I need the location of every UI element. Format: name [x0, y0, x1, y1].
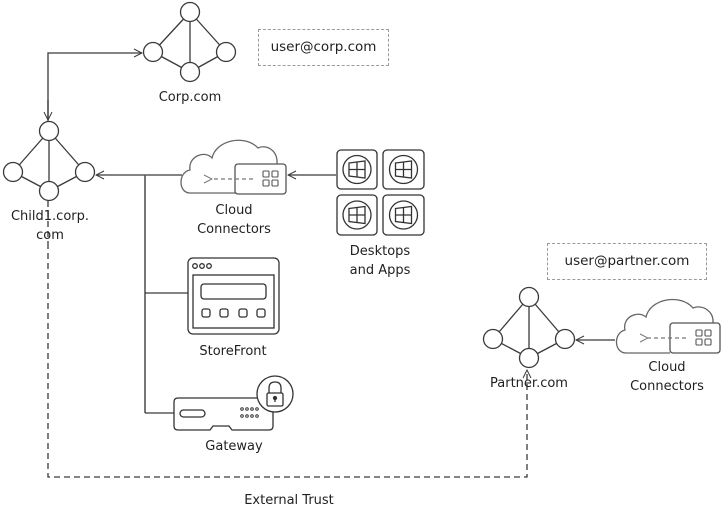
corp-domain-label: Corp.com — [158, 90, 222, 105]
desktops-label-line1: Desktops — [349, 244, 411, 259]
child-domain-label-line1: Child1.corp. — [10, 209, 90, 224]
partner-domain-icon — [482, 286, 576, 369]
storefront-label: StoreFront — [199, 344, 267, 359]
cloud-connectors-label-line2: Connectors — [197, 222, 271, 237]
corp-domain-icon — [142, 1, 237, 83]
partner-cloud-connectors-label-line2: Connectors — [630, 379, 704, 394]
child-domain-icon — [2, 120, 96, 202]
cloud-connectors-label-line1: Cloud — [215, 203, 253, 218]
child-to-corp-link — [47, 53, 142, 121]
partner-cloud-connectors-label-line1: Cloud — [648, 360, 686, 375]
gateway-lock-icon — [173, 375, 294, 431]
windows-desktop-icon — [336, 149, 378, 190]
desktops-apps-icon — [336, 149, 425, 236]
windows-desktop-icon — [382, 194, 425, 236]
windows-desktop-icon — [382, 149, 425, 190]
cloud-connector-icon — [180, 139, 287, 195]
windows-desktop-icon — [336, 194, 378, 236]
partner-domain-label: Partner.com — [490, 376, 568, 391]
cloud-connector-icon — [615, 299, 721, 354]
gateway-label: Gateway — [205, 439, 263, 454]
external-trust-label: External Trust — [244, 493, 334, 508]
desktops-label-line2: and Apps — [349, 263, 411, 278]
child-domain-label-line2: com — [36, 228, 64, 243]
corp-user-box: user@corp.com — [258, 29, 389, 66]
external-trust-link — [47, 243, 527, 478]
partner-user-box: user@partner.com — [547, 243, 707, 280]
storefront-window-icon — [187, 257, 280, 335]
